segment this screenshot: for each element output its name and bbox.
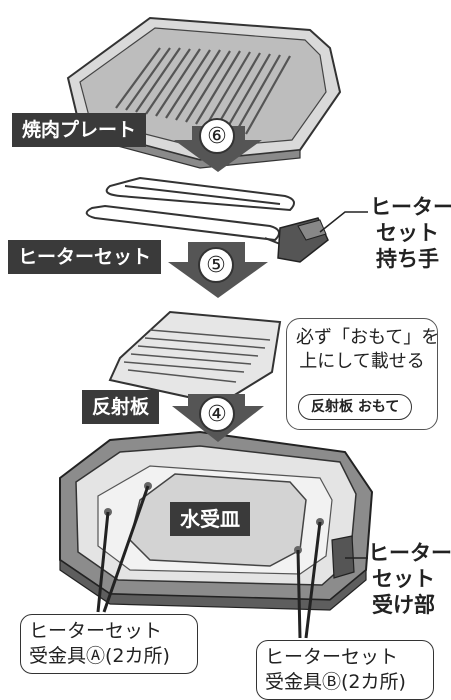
- water-tray-label: 水受皿: [170, 502, 250, 536]
- heater-handle-drawing: [277, 217, 329, 263]
- step-label-heater-set: ヒーターセット: [8, 240, 162, 274]
- step-label-reflector: 反射板: [82, 390, 160, 424]
- fitting-a-box: ヒーターセット 受金具Ⓐ(2カ所): [20, 614, 198, 674]
- callout-line: 受け部: [372, 593, 435, 617]
- leader-lines: [319, 211, 368, 559]
- note-line-2: 上にして載せる: [299, 351, 425, 372]
- step-label-yakiniku-plate: 焼肉プレート: [12, 113, 147, 147]
- heater-set-drawing: [85, 176, 301, 248]
- callout-line: セット: [376, 221, 439, 245]
- callout-line: ヒーター: [370, 195, 451, 219]
- fitting-pointers: [96, 485, 322, 639]
- callout-line: セット: [372, 567, 435, 591]
- reflector-front-tag: 反射板 おもて: [298, 394, 413, 420]
- heater-receiver-callout: ヒーター セット 受け部: [368, 540, 451, 618]
- fitting-b-box: ヒーターセット 受金具Ⓑ(2カ所): [256, 640, 434, 700]
- fitting-b-line2: 受金具Ⓑ(2カ所): [265, 671, 406, 693]
- callout-line: ヒーター: [368, 541, 451, 565]
- fitting-b-line1: ヒーターセット: [265, 646, 399, 668]
- callout-line: 持ち手: [376, 247, 439, 271]
- reflector-plate-drawing: [108, 310, 282, 406]
- heater-handle-callout: ヒーター セット 持ち手: [370, 194, 451, 272]
- step-number-4: ④: [199, 396, 235, 432]
- step-number-6: ⑥: [199, 118, 235, 154]
- fitting-a-line1: ヒーターセット: [29, 620, 163, 642]
- fitting-a-line2: 受金具Ⓐ(2カ所): [29, 645, 170, 667]
- note-line-1: 必ず「おもて」を: [296, 327, 440, 348]
- step-number-5: ⑤: [198, 247, 234, 283]
